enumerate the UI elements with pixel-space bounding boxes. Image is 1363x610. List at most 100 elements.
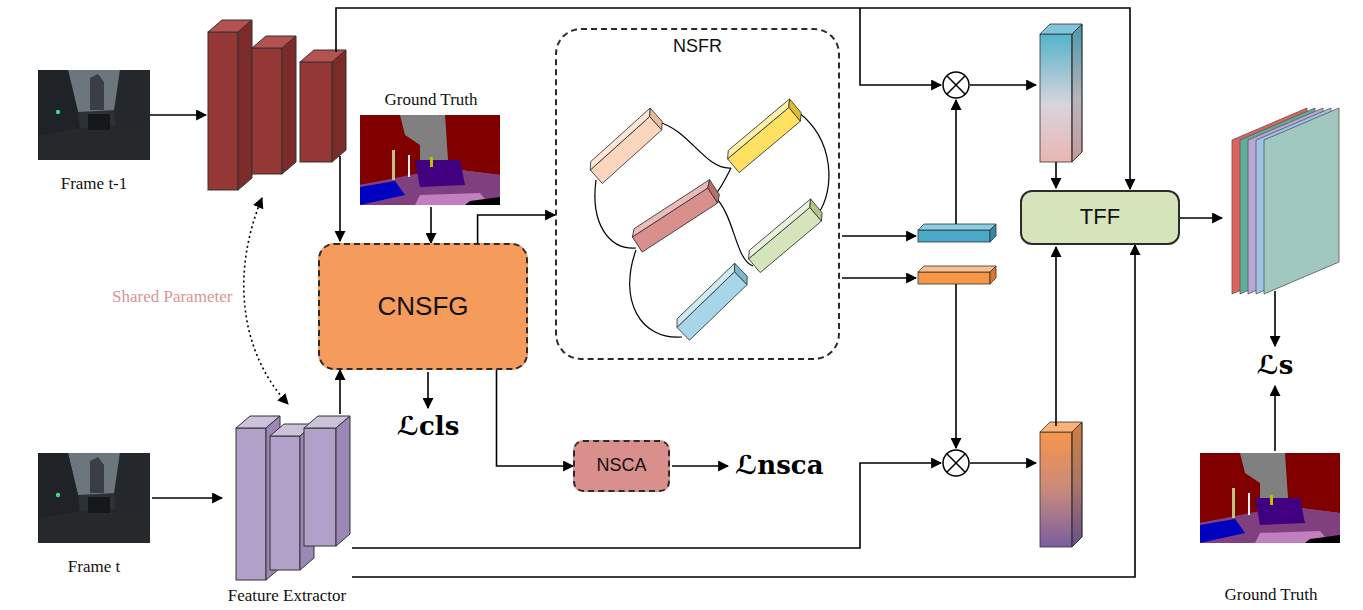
relation-graph-nodes [673,263,739,327]
data-flow-line [1274,386,1276,451]
multiply-symbol [943,72,969,476]
data-flow-line [336,8,1130,189]
input-frame: Frame t [36,451,152,577]
connector [339,370,341,414]
feature-map [1040,34,1072,162]
relation-graph-links [658,122,731,168]
multiply-symbol [943,72,969,98]
feature-extractor-blocks [236,416,350,580]
module-box: TFF [1020,190,1180,245]
data-flow-line [339,156,341,241]
node-label: TFF [1080,204,1120,230]
relation-graph-nodes [785,99,805,121]
feature-extractor-blocks [282,36,296,174]
class-vector [918,224,996,230]
feature-extractor-blocks [238,20,252,190]
data-flow-line [955,284,957,448]
relation-graph-nodes [745,199,826,273]
class-vector [918,224,996,284]
ground-truth-map: Ground Truth [1196,451,1346,605]
multiply-symbol [943,450,969,476]
class-vector [990,266,996,284]
frame-image [38,70,150,160]
node-label: NSCA [596,455,646,477]
class-vector [918,272,990,284]
module-box: CNSFG [318,243,528,370]
node-label: Feature Extractor [228,586,346,606]
input-frame: Frame t-1 [36,68,152,194]
data-flow-line [150,114,206,116]
feature-extractor-blocks [300,62,332,162]
relation-graph-nodes [806,199,826,221]
data-flow-line [842,235,916,237]
ground-truth-map: Ground Truth [356,90,506,207]
feature-extractor-blocks [252,48,282,174]
relation-graph-nodes [724,99,794,159]
data-flow-line [1180,217,1222,219]
feature-extractor-blocks [336,416,350,546]
relation-graph-links [714,196,753,266]
connector [430,207,432,243]
data-flow-line [970,462,1036,464]
relation-graph-nodes [586,99,826,340]
feature-map [1040,432,1072,547]
relation-graph-nodes [646,108,667,130]
module-region: NSFR [555,28,840,360]
data-flow-line [150,8,1275,548]
loss-term: ℒs [1255,350,1296,381]
class-vector [918,230,990,242]
class-vector [918,266,996,272]
relation-graph-nodes [629,180,713,237]
feature-map [1072,422,1082,547]
module-box: NSCA [573,440,670,492]
node-label: Ground Truth [1224,585,1317,605]
connector [152,497,222,499]
data-flow-line [427,372,429,408]
segmentation-image [360,115,500,205]
feature-extractor-blocks [208,32,238,190]
feature-map [1072,422,1082,547]
node-label: Frame t-1 [61,174,128,194]
node-label: CNSFG [378,291,469,322]
multiply-symbol [947,76,965,94]
feature-map [1040,24,1082,547]
relation-graph-links [595,180,636,248]
relation-graph-nodes [629,180,723,252]
data-flow-line [1055,247,1057,426]
relation-graph-nodes [730,263,751,284]
loss-term: ℒcls [395,411,462,442]
relation-graph-nodes [673,263,752,340]
feature-extractor-blocks [304,428,336,546]
node-label: Ground Truth [384,90,477,110]
relation-graph-nodes [749,207,822,272]
node-label: NSFR [673,36,722,58]
multiply-symbol [947,454,965,472]
output-maps [1232,108,1339,294]
relation-graph-nodes [586,108,654,170]
data-flow-line [860,8,941,85]
data-flow-line [1274,291,1276,346]
relation-graph-links [798,112,829,214]
node-label: Frame t [68,557,120,577]
feature-map [1072,24,1082,162]
connector [497,370,574,466]
frame-image [38,453,150,543]
relation-graph-nodes [728,107,801,172]
segmentation-image [1200,453,1340,543]
relation-graph-nodes [632,188,717,252]
data-flow-line [842,277,916,279]
data-flow-line [672,465,728,467]
feature-extractor-blocks [208,20,346,190]
feature-extractor-blocks [236,428,266,580]
feature-extractor: Feature Extractor [222,414,352,606]
annotation: Shared Parameter [110,287,234,307]
feature-extractor-blocks [332,50,346,162]
output-maps [1264,108,1339,294]
relation-graph-links [630,250,682,337]
relation-graph-nodes [745,199,815,259]
relation-graph-nodes [677,272,747,341]
relation-graph-nodes [586,108,666,183]
connector [478,215,555,243]
data-flow-line [955,100,957,224]
